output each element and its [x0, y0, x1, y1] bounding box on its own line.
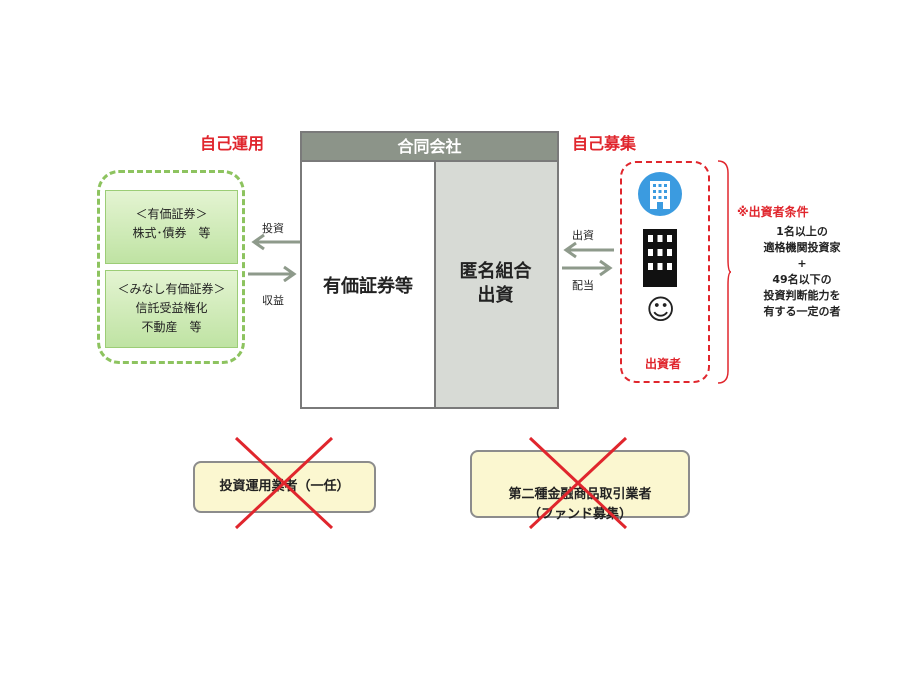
- company-header: 合同会社: [302, 133, 557, 160]
- deemed-securities-item2: 不動産 等: [141, 320, 202, 334]
- securities-block-label: 有価証券等: [323, 276, 413, 297]
- investment-manager-cross: [234, 436, 334, 530]
- investment-manager-box: 投資運用業者（一任）: [193, 461, 376, 513]
- type2-dealer-cross: [528, 436, 628, 530]
- deemed-securities-item1: 信託受益権化: [135, 301, 208, 315]
- company-divider-top: [302, 160, 557, 162]
- self-operation-label: 自己運用: [200, 134, 265, 153]
- dividend-label: 配当: [572, 279, 594, 292]
- condition-line-2: 適格機関投資家: [763, 241, 841, 254]
- investor-conditions: 1名以上の 適格機関投資家 + 49名以下の 投資判断能力を 有する一定の者: [737, 224, 867, 320]
- condition-line-1: 1名以上の: [776, 225, 828, 238]
- investment-manager-label: 投資運用業者（一任）: [219, 479, 350, 494]
- asset-group: [97, 170, 245, 364]
- building-icon: [643, 229, 677, 287]
- condition-plus: +: [797, 257, 807, 270]
- company-right-panel: [434, 162, 557, 407]
- investor-label: 出資者: [645, 357, 682, 371]
- securities-title: ＜有価証券＞: [135, 207, 208, 221]
- contribution-label: 出資: [572, 229, 594, 242]
- condition-line-3: 49名以下の: [772, 273, 832, 286]
- self-offering-label: 自己募集: [572, 134, 637, 153]
- securities-box: ＜有価証券＞ 株式･債券 等: [105, 190, 238, 264]
- deemed-securities-box: ＜みなし有価証券＞ 信託受益権化 不動産 等: [105, 270, 238, 348]
- office-building-icon: [638, 172, 682, 216]
- securities-items: 株式･債券 等: [132, 226, 211, 240]
- returns-label: 収益: [262, 294, 284, 307]
- company-title: 合同会社: [397, 137, 462, 156]
- condition-line-5: 有する一定の者: [763, 305, 841, 318]
- investor-conditions-title: ※出資者条件: [737, 205, 809, 219]
- conditions-brace: [717, 160, 732, 384]
- deemed-securities-title: ＜みなし有価証券＞: [117, 282, 226, 296]
- investor-group: [620, 161, 710, 383]
- right-flow-arrows: [562, 241, 614, 277]
- anonymous-partnership-label: 匿名組合 出資: [459, 261, 532, 306]
- invest-label: 投資: [262, 222, 284, 235]
- condition-line-4: 投資判断能力を: [763, 289, 841, 302]
- smiley-icon: ☺: [646, 293, 676, 326]
- left-flow-arrows: [248, 233, 300, 282]
